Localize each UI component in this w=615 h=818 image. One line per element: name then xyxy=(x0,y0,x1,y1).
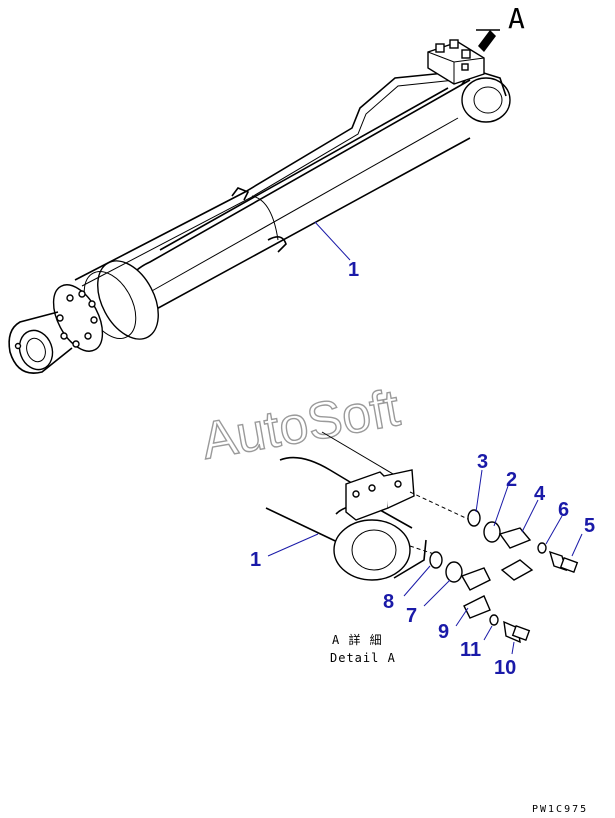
callout-1-detail: 1 xyxy=(250,549,261,571)
callout-9: 9 xyxy=(438,621,449,643)
callout-11: 11 xyxy=(460,639,481,661)
callout-5: 5 xyxy=(584,515,595,537)
callout-2: 2 xyxy=(506,469,517,491)
view-arrow-icon xyxy=(478,30,496,52)
callout-6: 6 xyxy=(558,499,569,521)
callout-7: 7 xyxy=(406,605,417,627)
callout-10: 10 xyxy=(494,657,516,679)
callout-8: 8 xyxy=(383,591,394,613)
callout-4: 4 xyxy=(534,483,546,505)
hydraulic-cylinder-assembly: A xyxy=(8,2,525,374)
port-block xyxy=(427,39,485,85)
callout-3: 3 xyxy=(477,451,488,473)
callout-1-main: 1 xyxy=(348,259,359,281)
detail-a-view xyxy=(265,431,579,644)
drawing-code: PW1C975 xyxy=(532,804,588,815)
watermark: AutoSoft xyxy=(197,379,404,471)
view-label: A xyxy=(508,2,525,35)
detail-port-block xyxy=(345,469,415,521)
detail-caption-en: Detail A xyxy=(330,651,396,665)
flange-bolts xyxy=(56,290,98,348)
detail-caption-jp: A 詳 細 xyxy=(332,632,383,647)
